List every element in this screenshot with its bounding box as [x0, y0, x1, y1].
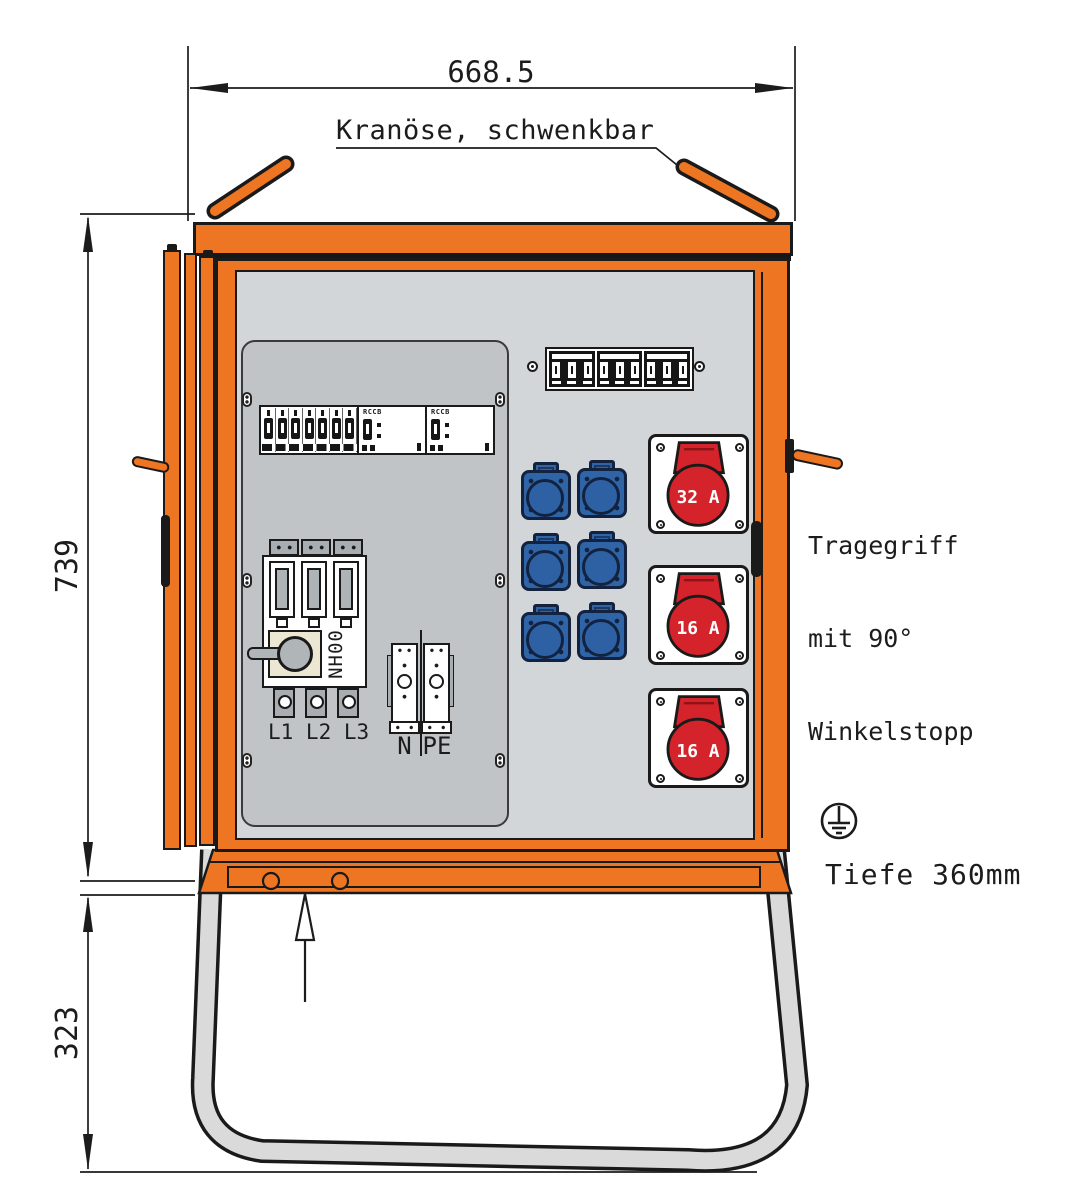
door-frame-strip: [199, 256, 215, 846]
crane-eye-left-icon: [206, 155, 295, 220]
cabinet-roof: [193, 222, 793, 256]
handle-note-line3: Winkelstopp: [808, 717, 974, 746]
rccb-unit-2: RCCB: [425, 407, 491, 453]
neutral-terminal: [391, 643, 418, 723]
phase-lug: [337, 688, 359, 718]
din-rail-strip: RCCB RCCB: [259, 405, 495, 455]
carry-handle-note: Tragegriff mit 90° Winkelstopp: [808, 468, 974, 809]
rccb-label: RCCB: [363, 408, 382, 416]
dimension-height-lines: [80, 213, 195, 882]
roof-shadow: [213, 253, 791, 261]
phase-labels: L1 L2 L3: [268, 720, 370, 744]
rccb-label: RCCB: [431, 408, 450, 416]
crane-eye-note: Kranöse, schwenkbar: [336, 115, 655, 146]
right-latch: [751, 521, 762, 577]
screw-icon: [242, 573, 252, 588]
stand-frame: [190, 848, 809, 1173]
breaker-group: [596, 351, 643, 387]
schuko-socket: [577, 460, 627, 518]
door-hinge-strip: [184, 253, 197, 847]
handle-note-line2: mit 90°: [808, 624, 914, 653]
schuko-socket: [521, 533, 571, 591]
dimension-width-lines: [187, 46, 796, 221]
breaker-group: [644, 351, 691, 387]
door-hinge-top-icon: [203, 250, 213, 258]
cee-rating-label: 16 A: [677, 618, 720, 639]
schuko-socket: [521, 462, 571, 520]
three-phase-breaker-bank: [545, 347, 694, 391]
up-arrow-icon: [294, 893, 316, 1002]
crane-eye-right-icon: [675, 158, 780, 223]
schuko-socket: [577, 531, 627, 589]
mcb-breaker: [289, 408, 303, 452]
screw-icon: [495, 753, 505, 768]
door-hinge-top-icon: [167, 244, 177, 252]
fuse-holder: [333, 561, 359, 618]
pe-terminal: [423, 643, 450, 723]
depth-note: Tiefe 360mm: [825, 858, 1022, 891]
screw-icon: [495, 573, 505, 588]
cee-rating-label: 32 A: [677, 487, 720, 508]
phase-lug: [273, 688, 295, 718]
pe-label: PE: [422, 732, 452, 760]
rccb-toggle: [363, 419, 372, 440]
fuse-holder: [269, 561, 295, 618]
mcb-breaker: [343, 408, 358, 452]
fuse-holder: [301, 561, 327, 618]
earth-symbol-icon: [820, 802, 858, 840]
frame-profile-line: [761, 272, 763, 838]
schuko-socket: [521, 604, 571, 662]
dimension-stand-height: 323: [50, 1005, 85, 1061]
cee-socket-32a: 32 A: [648, 434, 749, 534]
npe-divider-line: [420, 630, 422, 756]
handle-bracket: [785, 439, 794, 473]
fuse-terminal: [301, 539, 331, 556]
screw-icon: [694, 361, 705, 372]
screw-icon: [527, 361, 538, 372]
cabinet-base: [197, 848, 793, 895]
cee-socket-16a-upper: 16 A: [648, 565, 749, 665]
handle-note-line1: Tragegriff: [808, 531, 959, 560]
screw-icon: [242, 753, 252, 768]
dimension-stand-lines: [80, 894, 757, 1173]
schuko-socket: [577, 602, 627, 660]
screw-icon: [242, 392, 252, 407]
door-latch: [161, 515, 170, 587]
mcb-breaker: [276, 408, 290, 452]
mcb-breaker: [303, 408, 317, 452]
fuse-terminal: [269, 539, 299, 556]
screw-icon: [495, 392, 505, 407]
nh00-label: NH00: [325, 629, 347, 679]
mcb-breaker: [330, 408, 344, 452]
rccb-toggle: [431, 419, 440, 440]
cee-rating-label: 16 A: [677, 741, 720, 762]
neutral-label: N: [397, 732, 412, 760]
cable-gland-icon: [261, 871, 281, 891]
cee-socket-16a-lower: 16 A: [648, 688, 749, 788]
phase-lug: [305, 688, 327, 718]
dimension-height: 739: [50, 538, 85, 594]
switch-knob: [277, 636, 313, 672]
breaker-group: [549, 351, 595, 387]
fuse-terminal: [333, 539, 363, 556]
dimension-width: 668.5: [447, 55, 535, 89]
cable-gland-icon: [330, 871, 350, 891]
rccb-unit-1: RCCB: [357, 407, 423, 453]
mcb-breaker: [316, 408, 330, 452]
mcb-terminal-bar: [262, 444, 357, 451]
mcb-breaker: [262, 408, 276, 452]
crane-label-leader: [336, 147, 678, 166]
mcb-bank: [262, 408, 358, 452]
